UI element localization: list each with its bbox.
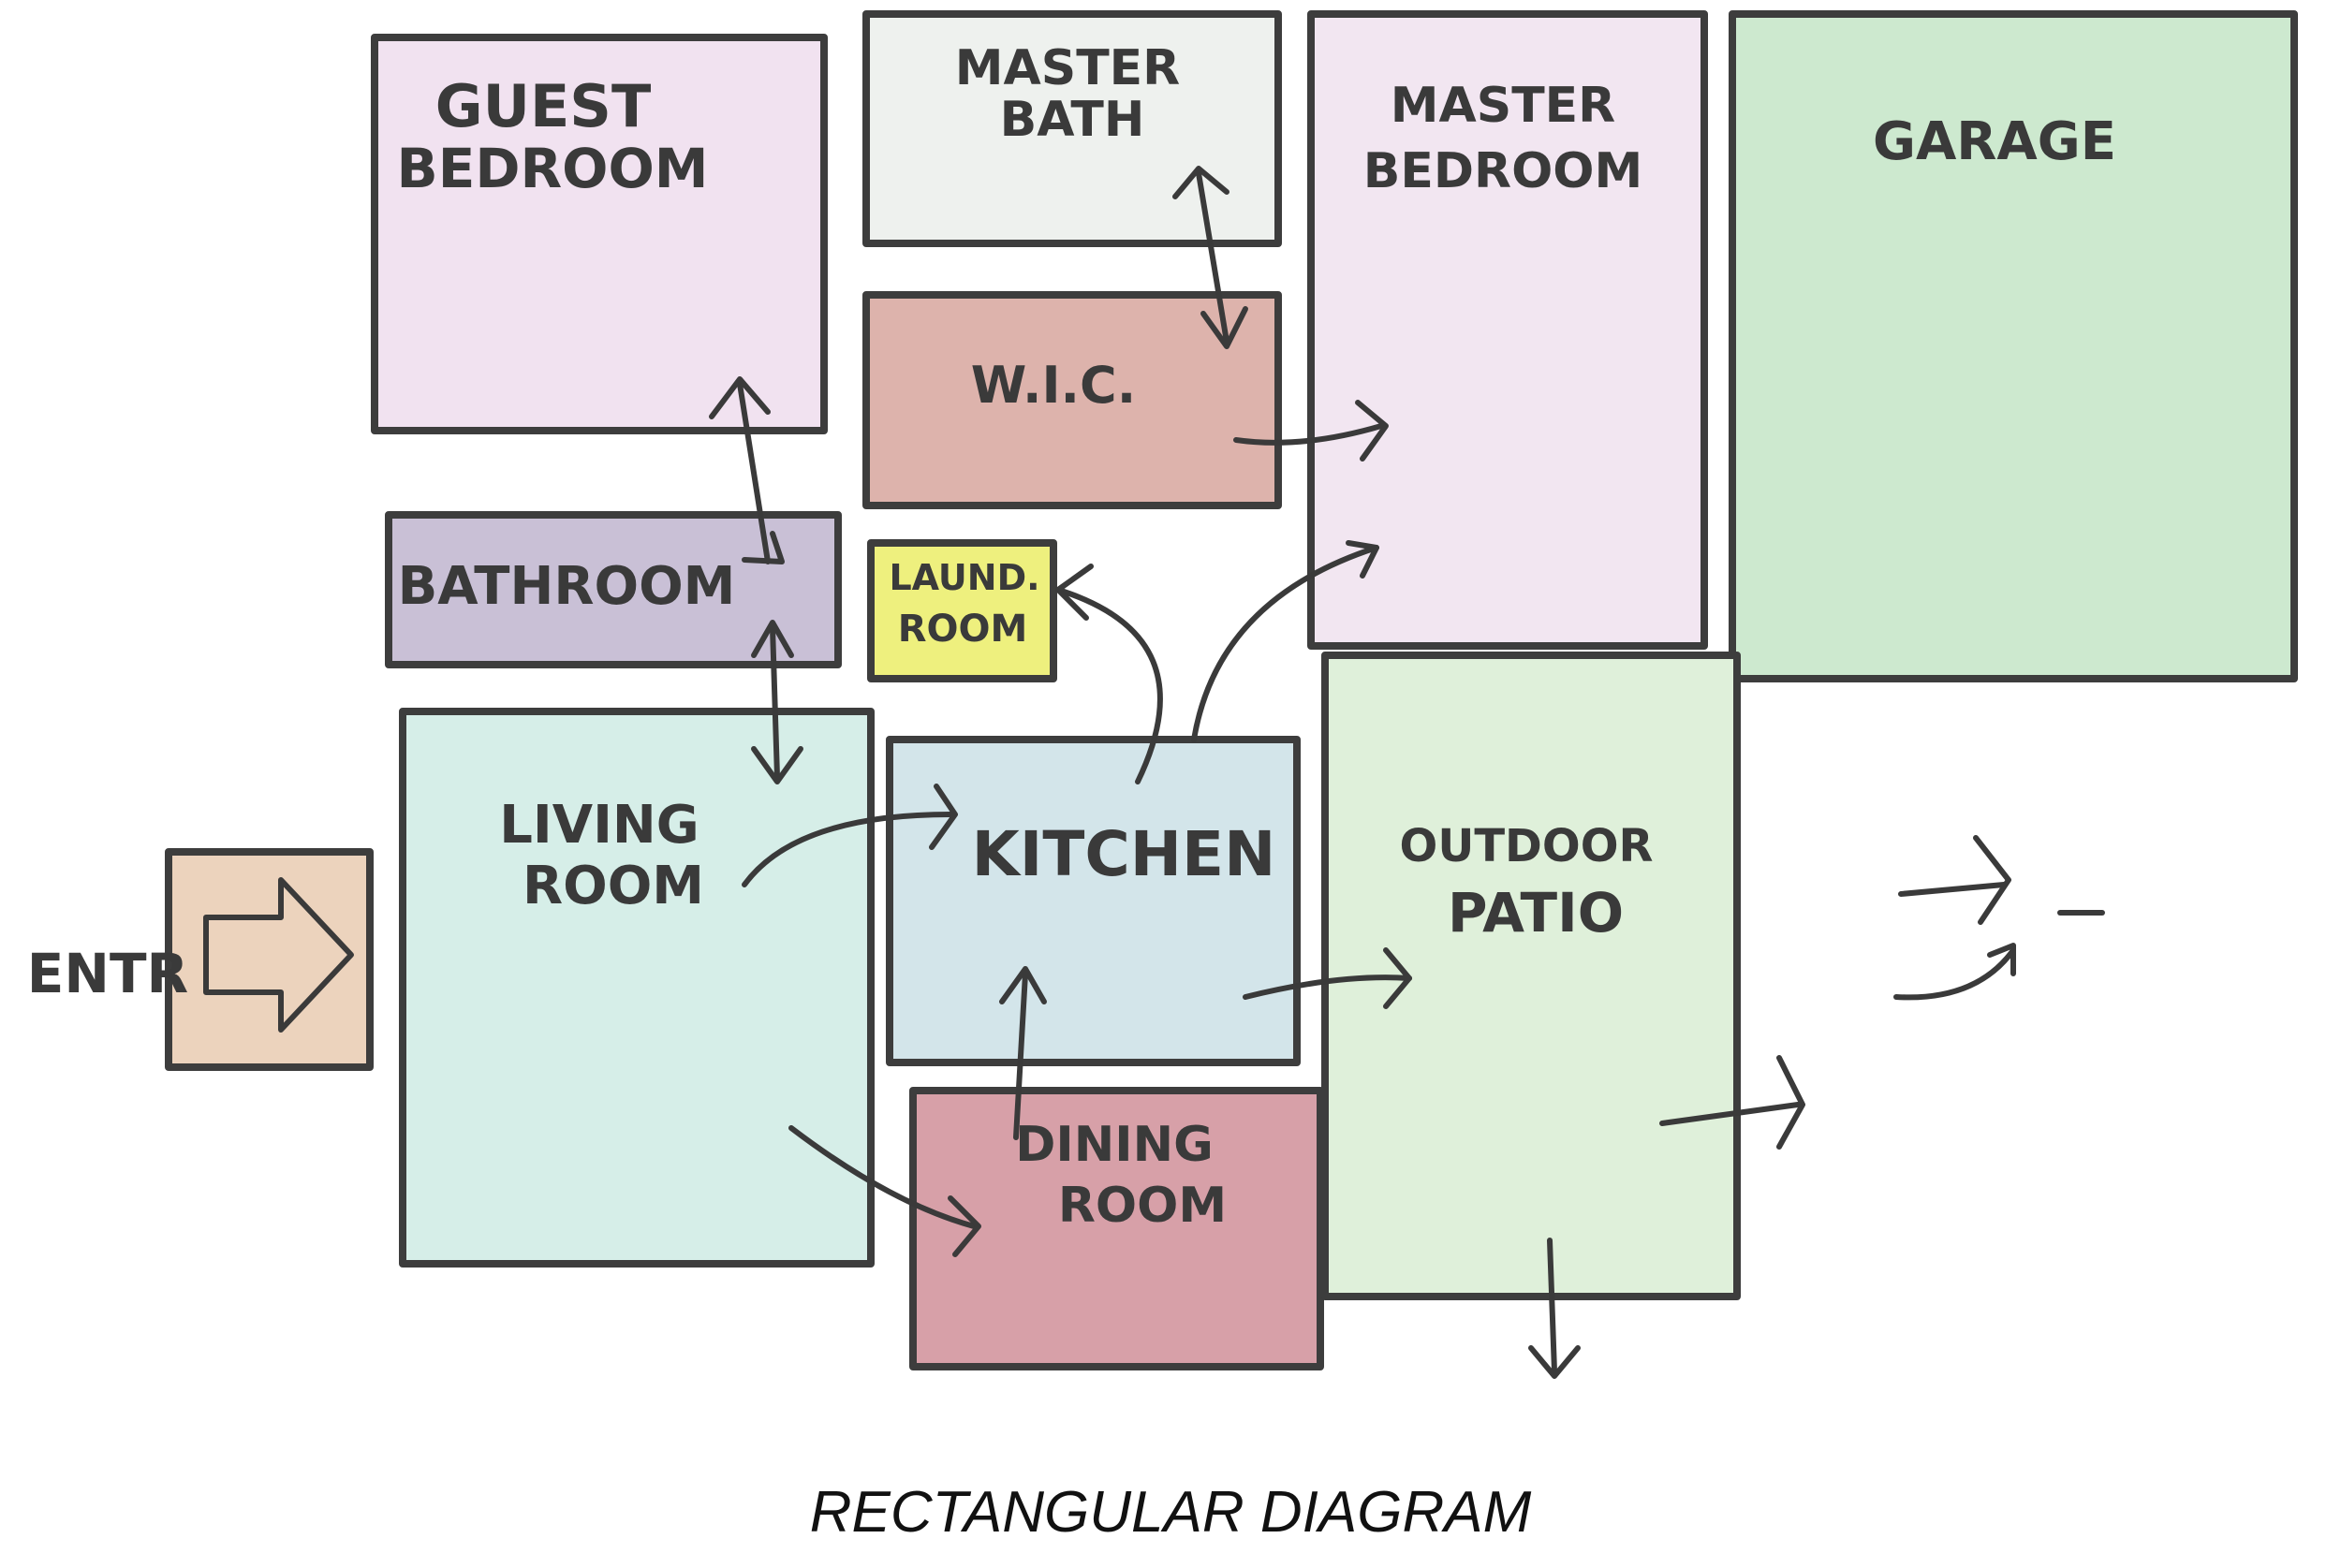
laundry-label-line2: ROOM [898,608,1028,651]
master-bath-box [862,10,1282,247]
wic-box [862,291,1282,509]
arrow-head-icon [1528,1345,1581,1379]
outdoor-patio-label-line1: OUTDOOR [1400,820,1654,872]
arrow-wic-master-bedroom [1233,423,1384,446]
room-kitchen: KITCHEN [886,736,1301,1066]
garage-label: GARAGE [1873,111,2116,172]
arrow-head-icon [1776,1055,1805,1150]
master-bedroom-label-line1: MASTER [1391,78,1615,134]
room-dining-room: DINING ROOM [909,1087,1324,1370]
kitchen-label: KITCHEN [972,818,1276,890]
arrow-head-icon [709,376,771,419]
arrow-head-icon [1172,166,1229,199]
guest-bedroom-label-line2: BEDROOM [397,137,709,200]
room-garage: GARAGE [1729,10,2298,682]
arrow-living-room-dining-room [788,1125,977,1229]
arrow-bathroom-guest-bedroom [737,381,771,564]
circulation-arrows [709,166,2105,1379]
outdoor-patio-label-line2: PATIO [1448,881,1624,945]
arrow-patio-outside [1659,1102,1801,1126]
guest-bedroom-box [371,34,828,434]
arrow-kitchen-master-bedroom [1191,545,1379,742]
arrow-dining-room-kitchen [1013,971,1028,1140]
laundry-label-line1: LAUND. [889,557,1039,598]
arrow-head-icon [1346,540,1379,579]
master-bath-label-line1: MASTER [955,40,1180,96]
arrow-master-bath-wic [1196,170,1229,344]
arrow-kitchen-patio [1243,975,1412,1000]
arrow-head-icon [1055,564,1094,621]
living-room-label-line1: LIVING [499,795,699,856]
dining-room-label-line2: ROOM [1058,1178,1227,1234]
entry-label: ENTR [27,942,188,1005]
kitchen-box [886,736,1301,1066]
master-bedroom-box [1307,10,1708,650]
arrow-head-icon [742,531,785,564]
room-guest-bedroom: GUEST BEDROOM [371,34,828,434]
living-room-label-line2: ROOM [523,856,704,916]
arrow-patio-down [1547,1238,1557,1374]
room-laundry: LAUND. ROOM [867,539,1057,682]
master-bath-label-line2: BATH [1000,92,1145,148]
room-entry: ENTR [27,848,374,1071]
guest-bedroom-label-line1: GUEST [435,72,652,140]
room-living-room: LIVING ROOM [399,708,875,1268]
arrow-head-icon [1987,943,2016,976]
entry-box [165,848,374,1071]
legend-curved-arrow-icon [1893,947,2016,1001]
legend-straight-arrow-icon [1898,882,2007,897]
arrow-head-icon [1383,947,1412,1009]
arrow-kitchen-laundry [1055,587,1163,784]
arrow-head-icon [751,746,803,784]
laundry-box [867,539,1057,682]
arrow-head-icon [999,966,1047,1004]
arrow-head-icon [929,784,958,850]
arrow-bathroom-living-room [770,624,780,780]
master-bedroom-label-line2: BEDROOM [1363,143,1643,199]
entry-arrow-icon [203,877,354,1033]
room-master-bedroom: MASTER BEDROOM [1307,10,1708,650]
room-master-bath: MASTER BATH [862,10,1282,247]
arrow-head-icon [948,1195,981,1257]
arrow-head-icon [1200,306,1248,349]
arrow-head-icon [1355,400,1389,462]
living-room-box [399,708,875,1268]
arrow-head-icon [751,620,794,658]
wic-label: W.I.C. [971,356,1136,415]
garage-box [1729,10,2298,682]
arrow-head-icon [1973,835,2011,925]
bathroom-label: BATHROOM [398,556,736,617]
diagram-caption: RECTANGULAR DIAGRAM [809,1480,1532,1545]
arrow-living-room-kitchen [742,812,953,887]
dining-room-box [909,1087,1324,1370]
dining-room-label-line1: DINING [1015,1117,1214,1173]
room-wic: W.I.C. [862,291,1282,509]
